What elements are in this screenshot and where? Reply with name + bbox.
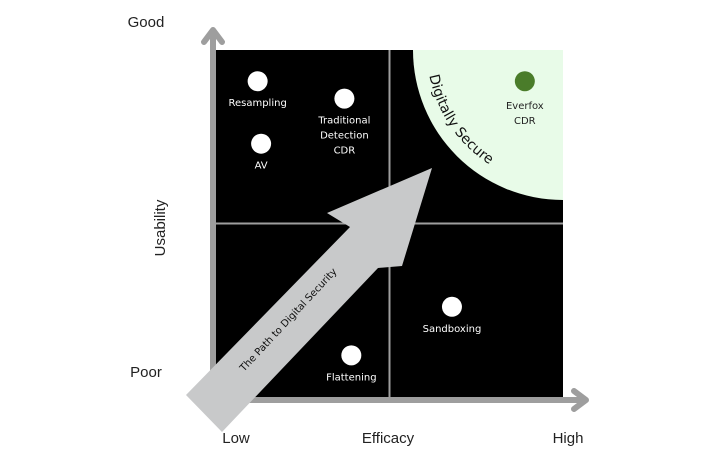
data-point [251, 133, 272, 154]
data-point [441, 296, 462, 317]
data-point-label: CDR [334, 146, 356, 157]
x-axis-label: Efficacy [362, 430, 415, 447]
data-point-label: Detection [320, 131, 369, 142]
y-tick-good: Good [128, 14, 165, 31]
y-axis-label: Usability [152, 199, 169, 256]
x-tick-high: High [553, 430, 584, 447]
data-point [334, 88, 355, 109]
data-point-label: CDR [514, 116, 536, 127]
data-point-label: Sandboxing [423, 324, 482, 335]
y-axis-arrowhead [201, 27, 225, 45]
data-point-label: Flattening [326, 372, 376, 383]
x-tick-low: Low [222, 430, 250, 447]
data-point [247, 71, 268, 92]
data-point-label: Traditional [317, 116, 370, 127]
y-tick-poor: Poor [130, 364, 162, 381]
data-point [341, 345, 362, 366]
x-axis-arrowhead [571, 388, 589, 412]
data-point [514, 71, 535, 92]
path-arrow [186, 168, 432, 432]
data-point-label: Everfox [506, 101, 544, 112]
data-point-label: AV [255, 161, 268, 172]
data-point-label: Resampling [228, 98, 286, 109]
